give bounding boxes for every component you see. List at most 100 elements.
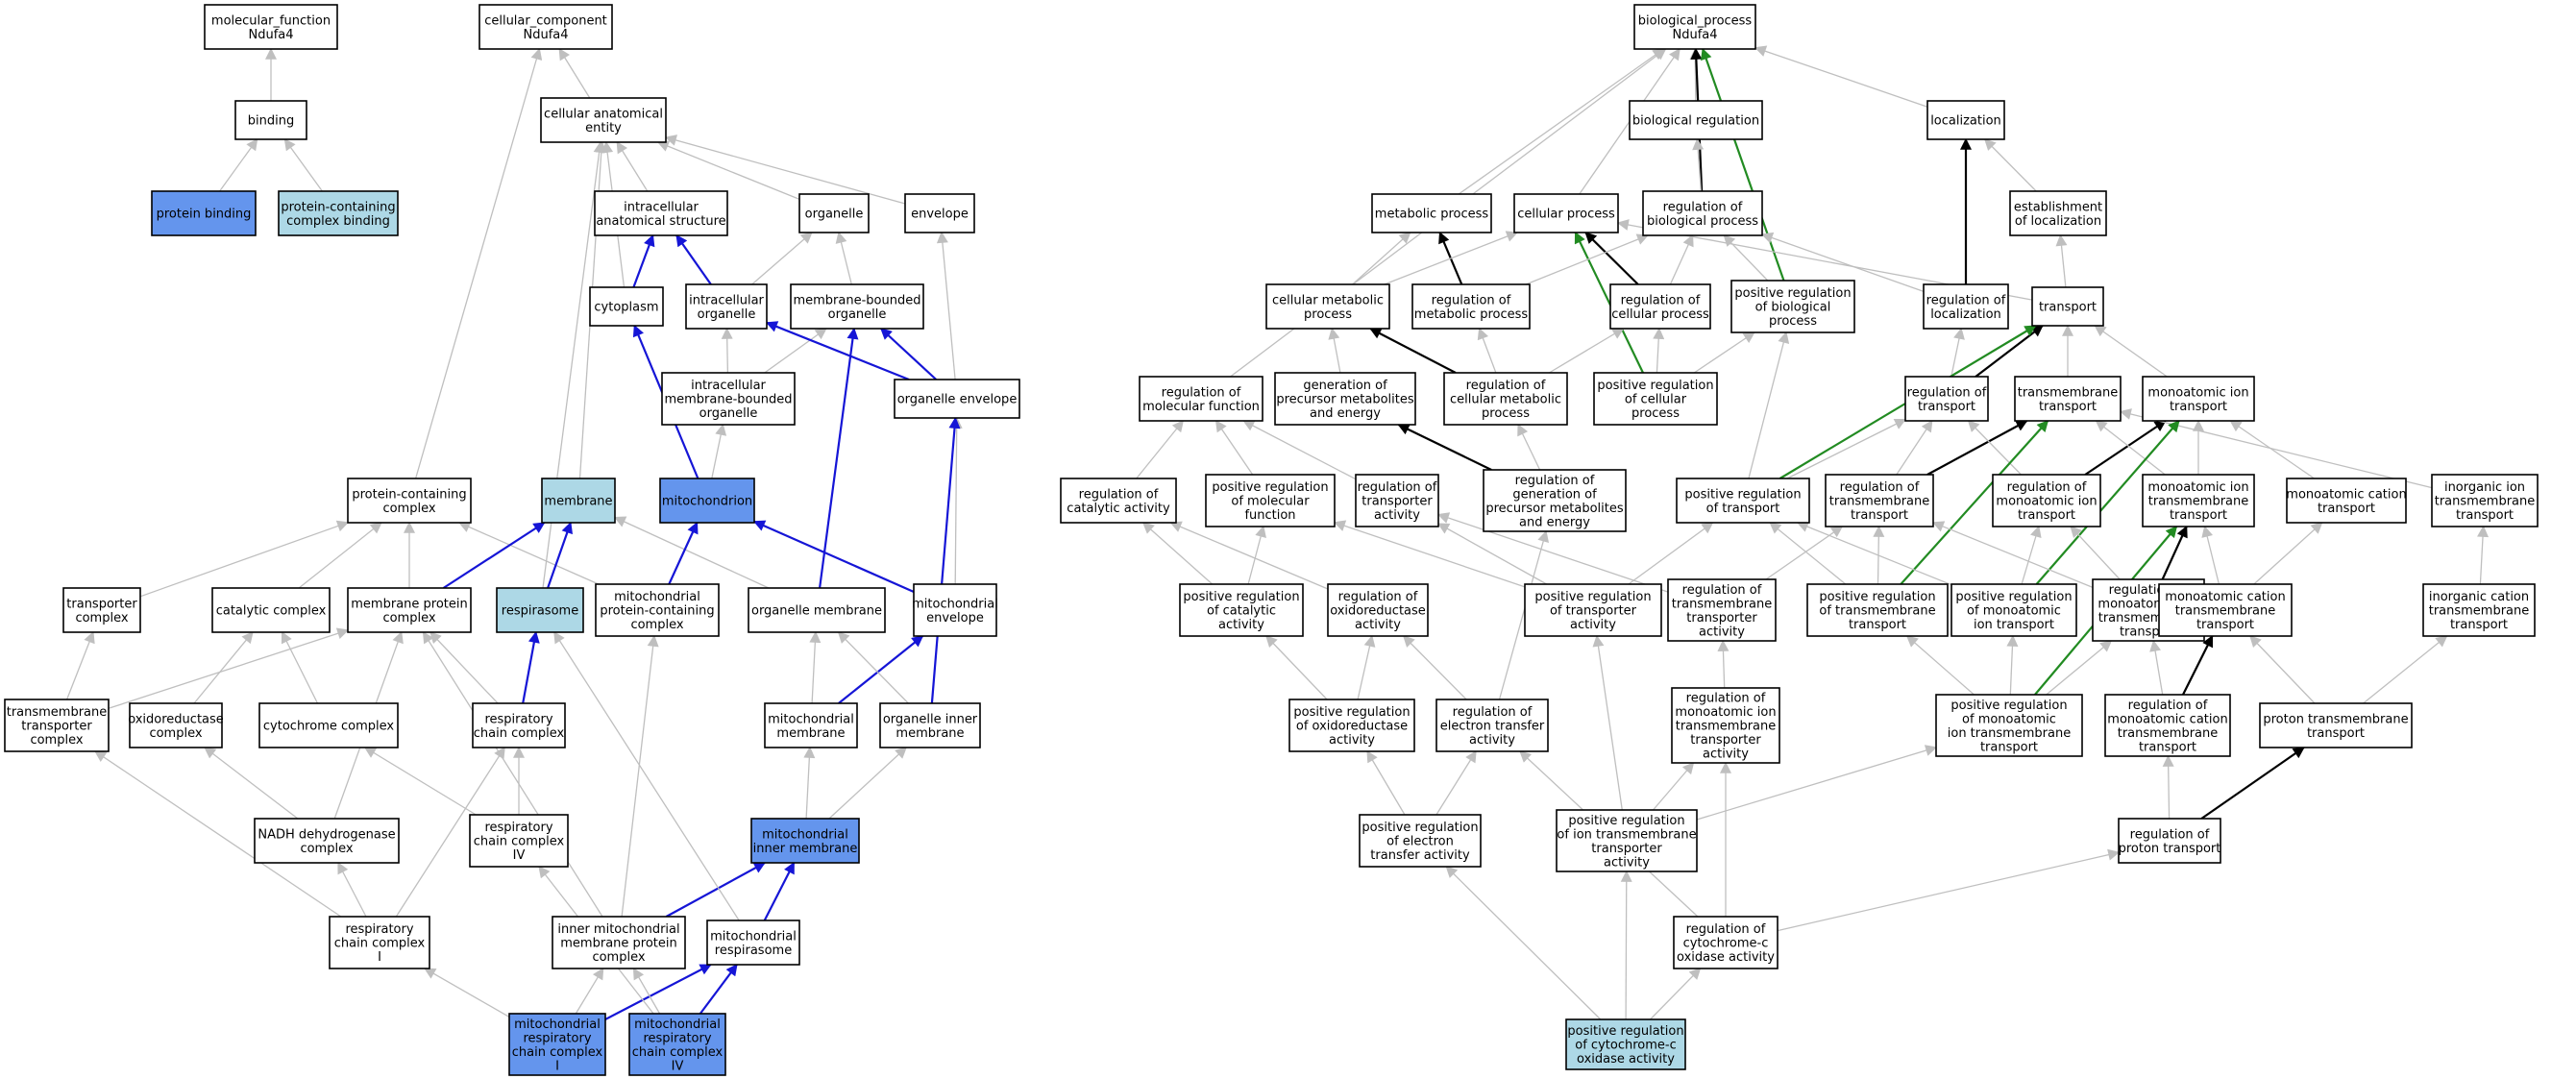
node-label-line: biological regulation — [1632, 114, 1759, 129]
edge-gray — [1265, 635, 1328, 700]
node-label-line: transporter — [21, 720, 92, 734]
node-box — [258, 702, 399, 748]
node-box — [540, 97, 667, 143]
edge-gray — [764, 328, 827, 374]
node-label-line: proton transport — [2119, 842, 2221, 856]
edge-black — [2161, 525, 2188, 580]
node-label-line: metabolic process — [1375, 208, 1489, 222]
edge-blue — [522, 630, 540, 704]
node-label-line: organelle — [699, 406, 758, 421]
node-box — [1673, 916, 1779, 969]
node-label-line: metabolic process — [1414, 307, 1529, 322]
node-box — [2009, 190, 2107, 236]
node-label-line: regulation of — [1686, 922, 1766, 937]
node-label-line: activity — [1570, 618, 1616, 632]
edge-gray — [1458, 48, 1665, 195]
node-label-line: chain complex — [512, 1045, 603, 1060]
node-label-line: regulation of — [1466, 379, 1546, 393]
edge-gray — [2046, 640, 2113, 696]
node-label-line: transport — [2170, 400, 2227, 414]
node-label-line: positive regulation — [1212, 480, 1328, 495]
node-label-line: regulation of — [1338, 590, 1418, 604]
node-box — [211, 587, 331, 633]
node-label-line: membrane — [544, 495, 612, 509]
node-label-line: transmembrane — [2018, 385, 2119, 400]
node-label-line: activity — [1469, 733, 1515, 748]
node-label-line: intracellular — [624, 200, 699, 214]
node-cytoplasm: cytoplasm — [589, 286, 664, 327]
node-label-line: of biological — [1755, 301, 1831, 315]
node-label-line: localization — [1930, 307, 2001, 322]
node-box — [472, 702, 566, 748]
node-box — [2286, 478, 2407, 524]
node-box — [1923, 283, 2009, 330]
node-label-line: establishment — [2014, 200, 2102, 214]
node-label-line: complex — [382, 502, 435, 516]
node-label-line: process — [1631, 406, 1680, 421]
node-box — [913, 583, 997, 637]
node-label-line: transport — [2307, 726, 2365, 741]
edge-gray — [1754, 45, 1928, 108]
node-label-line: monoatomic ion — [1996, 495, 2097, 509]
edge-gray — [1169, 521, 1329, 590]
node-reg-tm-transporter-act: regulation oftransmembranetransporteract… — [1667, 578, 1777, 642]
node-label-line: catalytic activity — [1067, 502, 1170, 516]
node-label-line: membrane — [895, 726, 964, 741]
node-label-line: organelle envelope — [897, 393, 1018, 407]
edge-gray — [1786, 418, 1907, 479]
node-label-line: of localization — [2015, 214, 2101, 229]
node-label-line: molecular_function — [211, 13, 331, 28]
node-label-line: cellular_component — [484, 13, 607, 28]
edge-gray — [2021, 525, 2042, 585]
node-label-line: of cellular — [1625, 393, 1687, 407]
node-box — [1274, 372, 1416, 426]
node-box — [478, 4, 613, 50]
node-box — [706, 920, 800, 966]
node-box — [347, 587, 472, 633]
node-label-line: transport — [2318, 502, 2375, 516]
edge-gray — [1769, 522, 1847, 585]
node-box — [1609, 283, 1711, 330]
node-label-line: of oxidoreductase — [1296, 720, 1408, 734]
node-box — [234, 100, 307, 140]
node-label-line: activity — [1218, 618, 1264, 632]
edge-gray — [1696, 745, 1938, 821]
node-label-line: activity — [1374, 508, 1420, 523]
node-label-line: intracellular — [691, 379, 766, 393]
node-label-line: transport — [2196, 618, 2254, 632]
node-box — [748, 587, 886, 633]
node-box — [2142, 474, 2255, 527]
edge-gray — [575, 967, 604, 1015]
node-box — [4, 699, 110, 752]
node-label-line: transport — [2018, 508, 2075, 523]
node-org-membrane: organelle membrane — [748, 587, 886, 633]
node-label-line: mitochondrial — [768, 712, 854, 726]
edge-gray — [1931, 521, 2094, 589]
edge-gray — [65, 630, 95, 700]
node-box — [1629, 100, 1763, 140]
node-label-line: respiratory — [484, 821, 552, 835]
node-box — [595, 583, 720, 637]
node-label-line: mitochondrial — [614, 590, 700, 604]
node-box — [62, 587, 141, 633]
node-box — [894, 379, 1020, 419]
edge-gray — [1592, 634, 1623, 811]
node-label-line: and energy — [1310, 406, 1381, 421]
edge-gray — [414, 47, 543, 479]
node-label-line: of transmembrane — [1819, 604, 1935, 619]
node-organelle: organelle — [798, 193, 870, 233]
node-label-line: positive regulation — [1950, 699, 2067, 713]
node-label-line: organelle inner — [883, 712, 978, 726]
edge-gray — [1435, 749, 1477, 816]
node-label-line: regulation of — [1926, 293, 2006, 307]
edge-green — [1900, 420, 2049, 585]
node-label-line: cytoplasm — [594, 301, 658, 315]
